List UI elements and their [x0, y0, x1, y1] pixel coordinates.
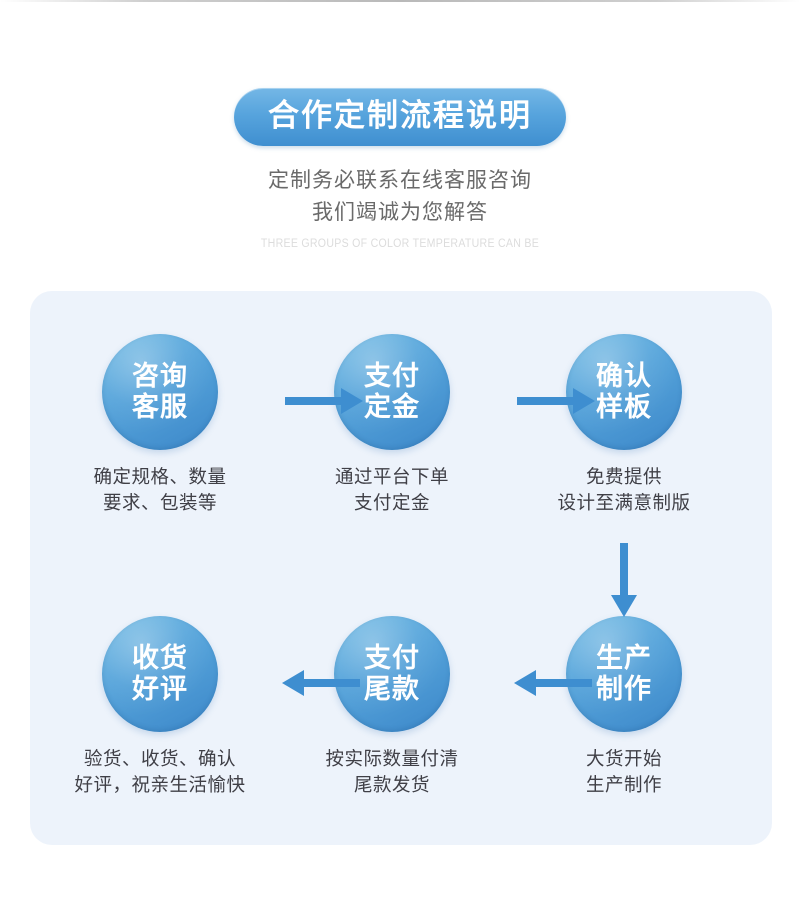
flow-node-consult-title-line-1: 咨询 — [132, 361, 188, 391]
flow-node-sample-title-line-1: 确认 — [596, 361, 652, 391]
arrow-shaft — [517, 397, 575, 405]
arrow-head — [514, 670, 536, 696]
flow-node-consult: 咨询 客服 确定规格、数量 要求、包装等 — [50, 334, 270, 516]
arrow-right-icon-consult-to-deposit — [285, 388, 363, 414]
flow-node-production: 生产 制作 大货开始 生产制作 — [514, 616, 734, 798]
arrow-left-icon-production-to-balance — [514, 670, 592, 696]
page-title: 合作定制流程说明 — [234, 88, 566, 147]
arrow-head — [611, 595, 637, 617]
flow-node-deposit-caption: 通过平台下单 支付定金 — [282, 464, 502, 516]
flow-node-deposit: 支付 定金 通过平台下单 支付定金 — [282, 334, 502, 516]
flow-node-balance-title-line-1: 支付 — [364, 643, 420, 673]
top-hairline — [0, 0, 800, 2]
flow-node-receive-caption-line-1: 验货、收货、确认 — [83, 748, 236, 769]
arrow-shaft — [620, 543, 628, 597]
flow-node-sample-caption-line-2: 设计至满意制版 — [557, 492, 691, 513]
arrow-shaft — [302, 679, 360, 687]
flow-node-production-caption: 大货开始 生产制作 — [514, 746, 734, 798]
flow-node-production-title-line-2: 制作 — [596, 674, 652, 704]
flow-node-sample-caption: 免费提供 设计至满意制版 — [514, 464, 734, 516]
arrow-shaft — [534, 679, 592, 687]
arrow-head — [341, 388, 363, 414]
flow-node-balance-title-line-2: 尾款 — [364, 674, 420, 704]
flow-node-sample-caption-line-1: 免费提供 — [585, 466, 662, 487]
flow-node-deposit-title-line-2: 定金 — [364, 392, 420, 422]
arrow-left-icon-balance-to-receive — [282, 670, 360, 696]
flow-node-receive: 收货 好评 验货、收货、确认 好评，祝亲生活愉快 — [50, 616, 270, 798]
flow-node-receive-title-line-2: 好评 — [132, 674, 188, 704]
flow-node-balance: 支付 尾款 按实际数量付清 尾款发货 — [282, 616, 502, 798]
flow-node-receive-caption: 验货、收货、确认 好评，祝亲生活愉快 — [50, 746, 270, 798]
flow-node-receive-title-line-1: 收货 — [132, 643, 188, 673]
arrow-shaft — [285, 397, 343, 405]
subtitle-line-1: 定制务必联系在线客服咨询 — [268, 169, 532, 193]
page-subtitle: 定制务必联系在线客服咨询 我们竭诚为您解答 — [0, 165, 800, 229]
subtitle-english: THREE GROUPS OF COLOR TEMPERATURE CAN BE — [260, 238, 540, 251]
flow-node-balance-caption: 按实际数量付清 尾款发货 — [282, 746, 502, 798]
arrow-head — [282, 670, 304, 696]
flow-node-production-caption-line-1: 大货开始 — [585, 748, 662, 769]
flow-node-balance-caption-line-1: 按实际数量付清 — [325, 748, 459, 769]
flow-node-consult-caption-line-2: 要求、包装等 — [102, 492, 217, 513]
arrow-down-icon-sample-to-production — [611, 543, 637, 617]
subtitle-line-2: 我们竭诚为您解答 — [312, 201, 488, 225]
flow-node-production-title-line-1: 生产 — [596, 643, 652, 673]
flow-node-production-caption-line-2: 生产制作 — [585, 774, 662, 795]
flow-node-consult-caption: 确定规格、数量 要求、包装等 — [50, 464, 270, 516]
flow-node-receive-circle: 收货 好评 — [102, 616, 218, 732]
flow-node-deposit-caption-line-1: 通过平台下单 — [334, 466, 449, 487]
flow-node-receive-caption-line-2: 好评，祝亲生活愉快 — [74, 774, 246, 795]
flow-node-deposit-caption-line-2: 支付定金 — [353, 492, 430, 513]
flow-node-production-circle: 生产 制作 — [566, 616, 682, 732]
flow-node-deposit-title-line-1: 支付 — [364, 361, 420, 391]
flow-node-consult-caption-line-1: 确定规格、数量 — [93, 466, 227, 487]
flow-node-consult-circle: 咨询 客服 — [102, 334, 218, 450]
flow-node-sample: 确认 样板 免费提供 设计至满意制版 — [514, 334, 734, 516]
page-header: 合作定制流程说明 定制务必联系在线客服咨询 我们竭诚为您解答 THREE GRO… — [0, 0, 800, 250]
arrow-right-icon-deposit-to-sample — [517, 388, 595, 414]
flow-node-consult-title-line-2: 客服 — [132, 392, 188, 422]
arrow-head — [573, 388, 595, 414]
flow-node-balance-caption-line-2: 尾款发货 — [353, 774, 430, 795]
flow-node-sample-title-line-2: 样板 — [596, 392, 652, 422]
flow-node-balance-circle: 支付 尾款 — [334, 616, 450, 732]
flow-diagram-panel: 咨询 客服 确定规格、数量 要求、包装等 支付 定金 通过平台下单 支付定金 确… — [30, 291, 772, 845]
